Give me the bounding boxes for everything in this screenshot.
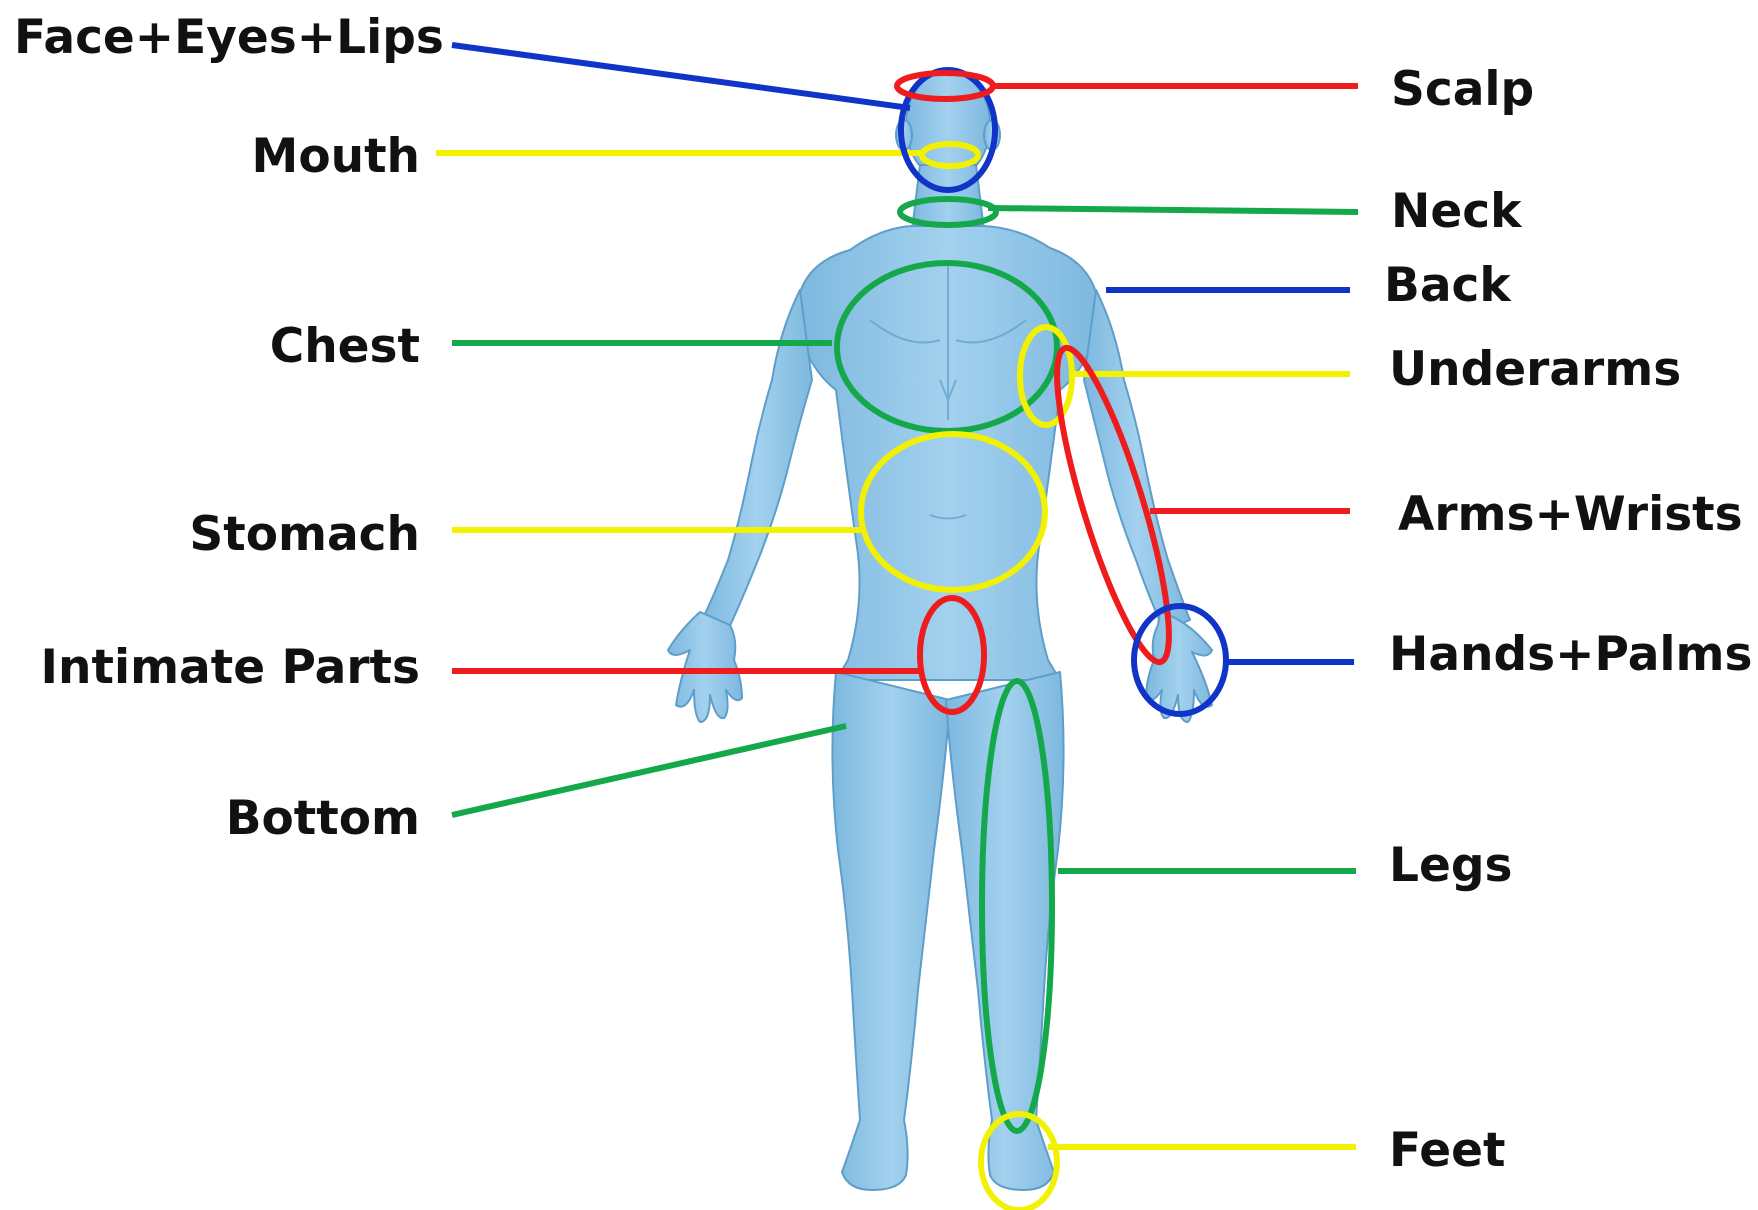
label-hands-palms: Hands+Palms [1389, 627, 1752, 682]
label-legs: Legs [1389, 838, 1512, 893]
label-mouth: Mouth [252, 129, 420, 184]
leader-neck [988, 208, 1358, 212]
leader-bottom [452, 726, 846, 815]
label-bottom: Bottom [226, 791, 420, 846]
label-scalp: Scalp [1391, 62, 1534, 117]
label-neck: Neck [1391, 184, 1523, 239]
label-feet: Feet [1389, 1123, 1505, 1178]
label-back: Back [1384, 258, 1512, 313]
label-intimate-parts: Intimate Parts [41, 640, 420, 695]
label-chest: Chest [270, 319, 420, 374]
label-stomach: Stomach [189, 507, 420, 562]
leader-face-eyes-lips [452, 45, 910, 108]
label-underarms: Underarms [1389, 342, 1681, 397]
label-face-eyes-lips: Face+Eyes+Lips [14, 10, 444, 65]
label-arms-wrists: Arms+Wrists [1398, 487, 1743, 542]
